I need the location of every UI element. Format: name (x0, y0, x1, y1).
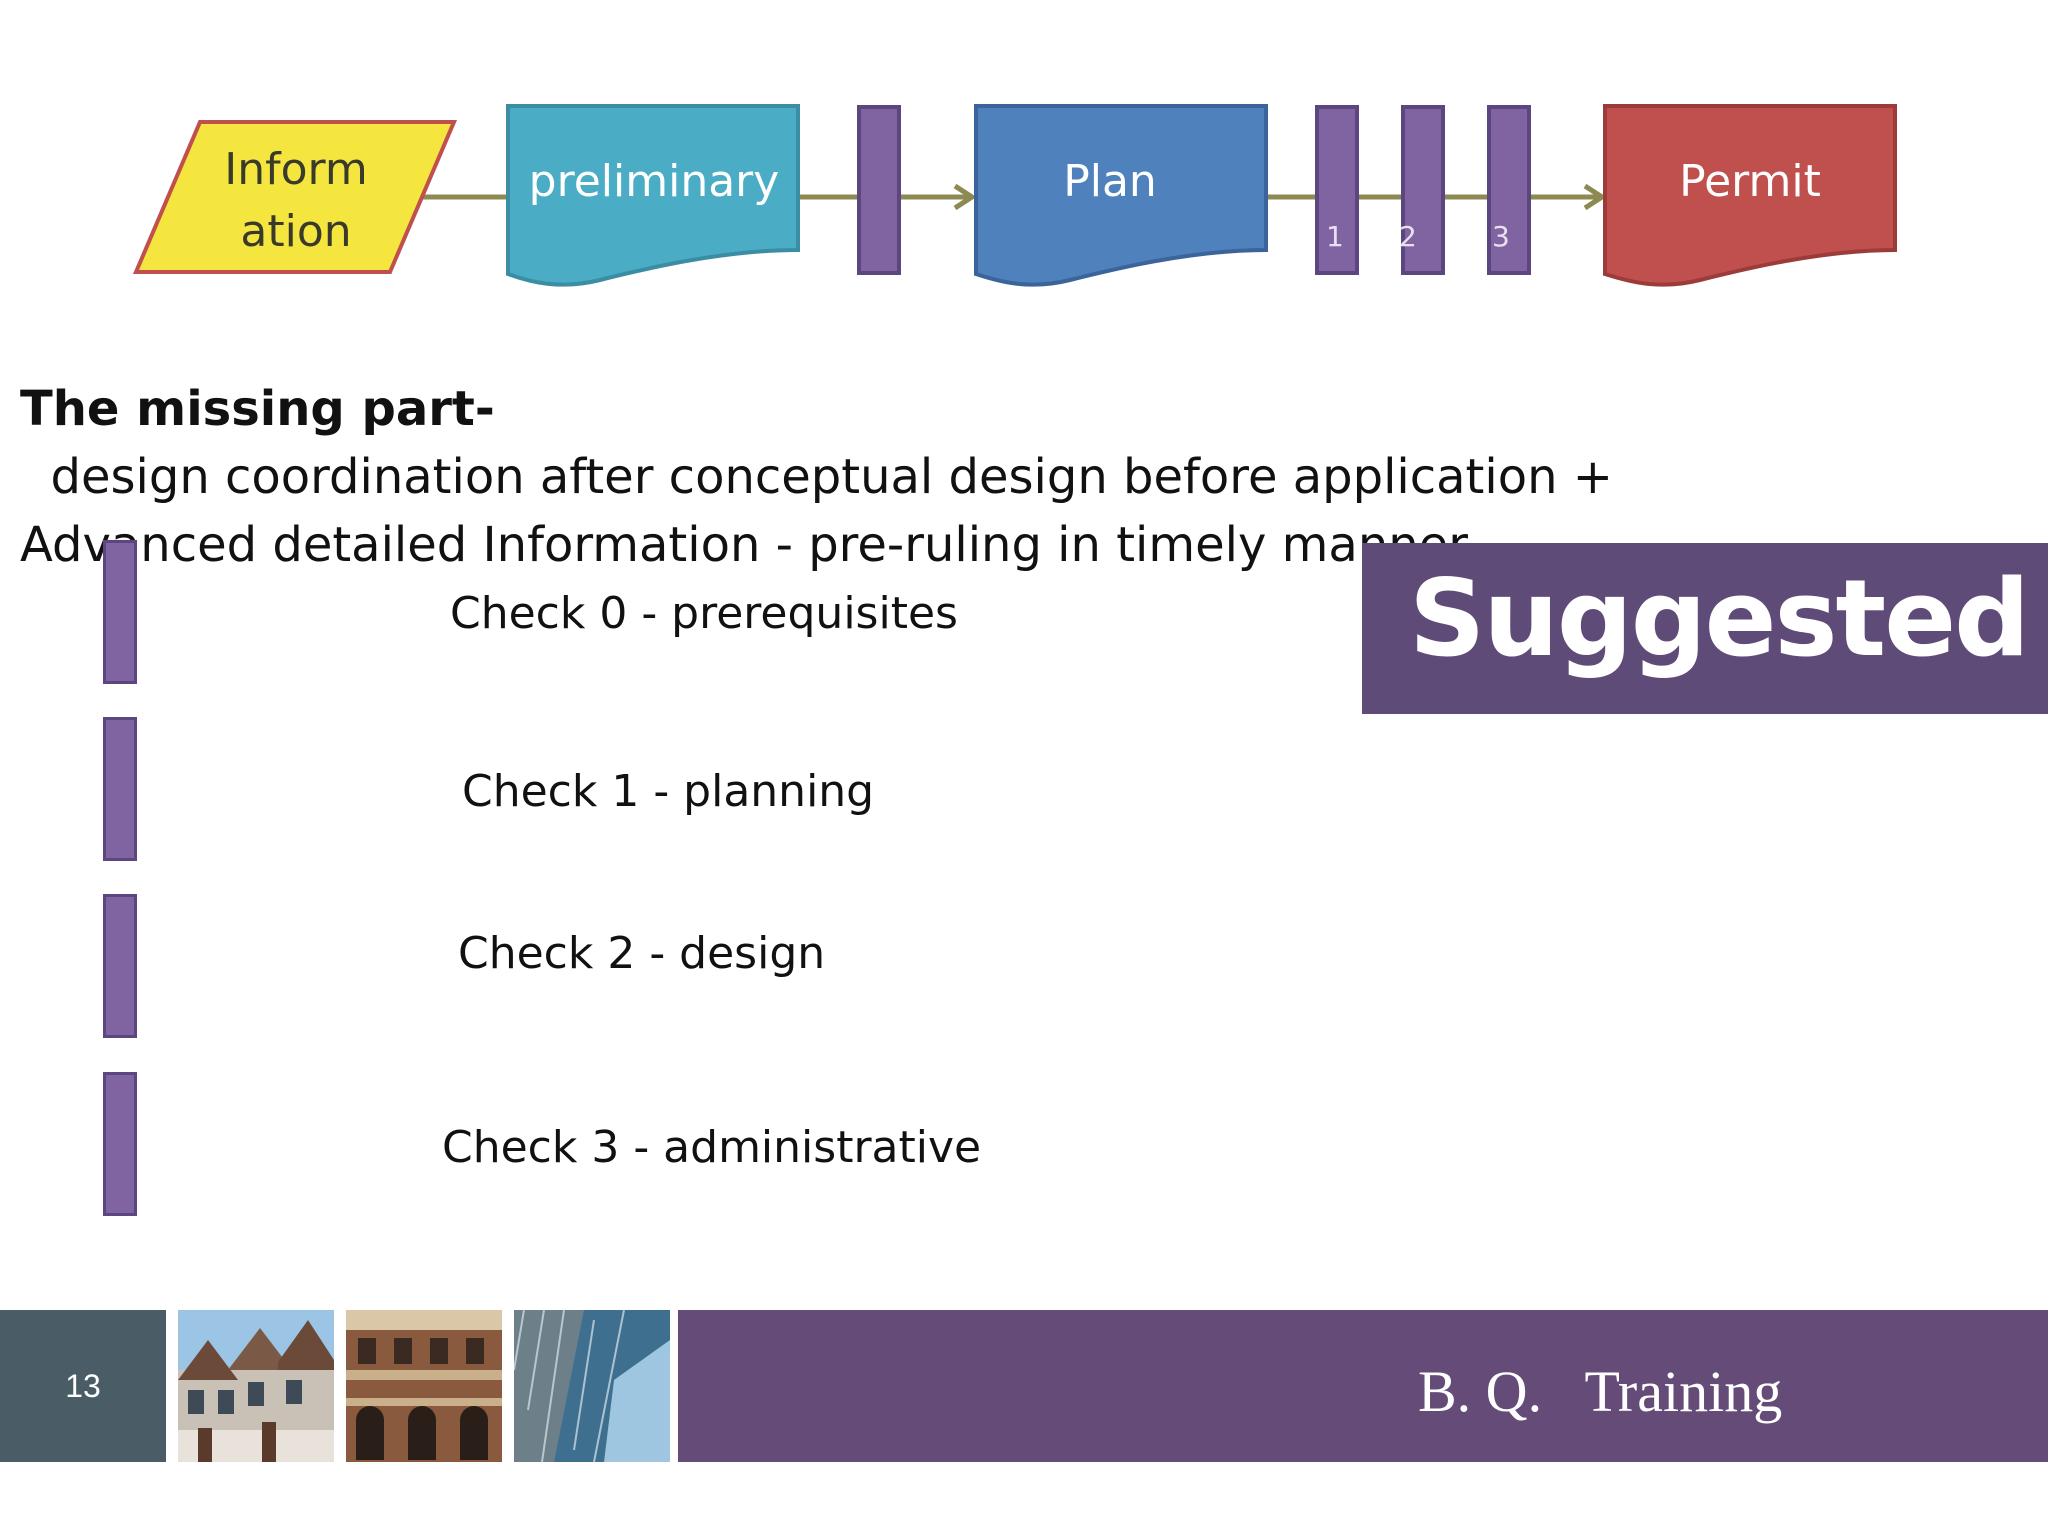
check-label-3: Check 3 - administrative (442, 1122, 982, 1173)
missing-part-text: design coordination after conceptual des… (20, 449, 1613, 505)
check-label-1: Check 1 - planning (462, 766, 875, 817)
arrow-right-icon (1583, 183, 1607, 211)
gate-label-3: 3 (1492, 220, 1510, 253)
footer-banner: B. Q. Training (678, 1310, 2048, 1462)
missing-part-heading: The missing part- (20, 381, 495, 437)
preliminary-shape (506, 104, 800, 287)
check-gate-0 (857, 105, 901, 275)
information-label-line2: ation (240, 206, 351, 257)
suggested-banner: Suggested (1362, 543, 2048, 714)
gate-label-1: 1 (1326, 220, 1344, 253)
page-number: 13 (0, 1310, 166, 1462)
gate-label-2: 2 (1399, 220, 1417, 253)
check-label-0: Check 0 - prerequisites (450, 588, 958, 639)
information-label-line1: Inform (224, 144, 367, 195)
brick-building-photo (346, 1310, 502, 1462)
missing-part-paragraph: The missing part- design coordination af… (20, 375, 2020, 579)
missing-part-line1: The missing part- design coordination af… (20, 375, 2020, 511)
information-shape (132, 120, 458, 274)
check-bar-2 (103, 894, 137, 1038)
check-bar-1 (103, 717, 137, 861)
check-gate-3 (1487, 105, 1531, 275)
preliminary-label: preliminary (529, 156, 780, 207)
arrow-right-icon (953, 183, 977, 211)
permit-label: Permit (1679, 156, 1821, 207)
check-label-2: Check 2 - design (458, 928, 826, 979)
permit-shape (1603, 104, 1897, 287)
houses-photo (178, 1310, 334, 1462)
glass-tower-photo (514, 1310, 670, 1462)
plan-shape (974, 104, 1268, 287)
process-flow-diagram: Inform ation preliminary Plan 1 2 3 Perm… (132, 104, 1897, 287)
suggested-text: Suggested (1409, 557, 2030, 680)
check-bar-3 (103, 1072, 137, 1216)
check-gate-1 (1315, 105, 1359, 275)
footer-title: B. Q. Training (1418, 1359, 1783, 1424)
plan-label: Plan (1063, 156, 1157, 207)
check-gate-2 (1401, 105, 1445, 275)
missing-part-line2: Advanced detailed Information - pre-ruli… (20, 517, 1479, 573)
check-bar-0 (103, 540, 137, 684)
